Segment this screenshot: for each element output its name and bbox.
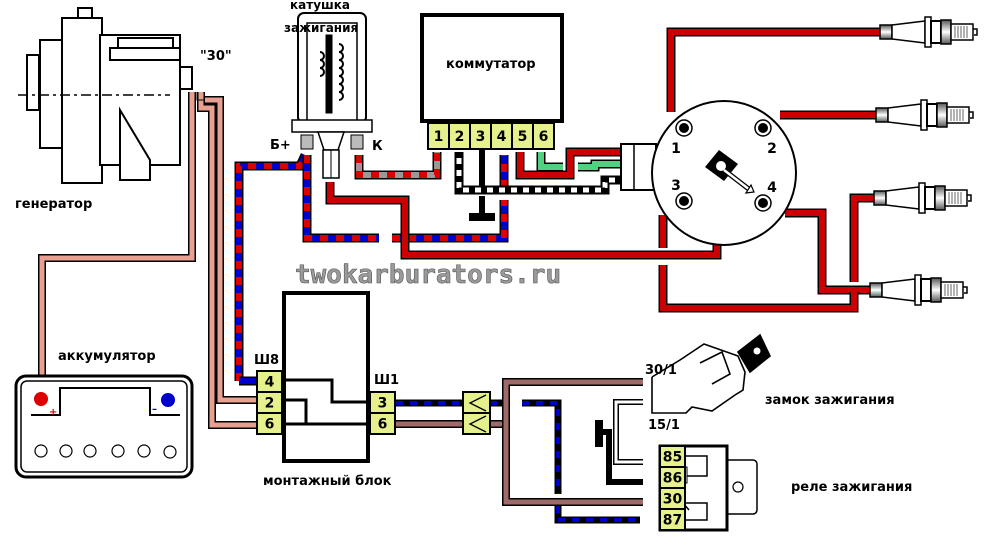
fuse-block-label: монтажный блок bbox=[263, 474, 392, 489]
spark-plug-3 bbox=[873, 182, 972, 214]
generator-terminal-30: "30" bbox=[200, 49, 232, 64]
wire-white-15-1 bbox=[613, 399, 643, 465]
distributor-label-3: 3 bbox=[671, 178, 681, 194]
coil-terminal-k: К bbox=[372, 139, 383, 154]
coil-label-line2: зажигания bbox=[284, 21, 358, 35]
sh1-pin-6: 6 bbox=[378, 417, 388, 433]
commutator-label: коммутатор bbox=[446, 57, 536, 72]
wire-black-white-ground bbox=[454, 152, 622, 195]
generator bbox=[18, 7, 193, 184]
distributor-label-1: 1 bbox=[671, 141, 681, 157]
connector-sh1-label: Ш1 bbox=[374, 373, 399, 388]
wire-blue-red-b-plus bbox=[234, 153, 509, 386]
distributor-terminal-4 bbox=[754, 194, 772, 212]
distributor-label-4: 4 bbox=[767, 180, 777, 196]
wire-brown-sh1-6 bbox=[396, 378, 643, 506]
coil-label-line1: катушка bbox=[290, 0, 350, 12]
sh1-pin-box bbox=[369, 412, 396, 435]
commutator-pin-6: 6 bbox=[539, 129, 549, 145]
commutator-pin-4: 4 bbox=[497, 129, 507, 145]
ignition-switch-label: замок зажигания bbox=[765, 393, 895, 408]
commutator-pin-box bbox=[532, 122, 555, 150]
relay-pin-30: 30 bbox=[663, 492, 683, 508]
rotor-icon bbox=[705, 150, 755, 194]
battery-label: аккумулятор bbox=[58, 349, 156, 364]
ignition-switch bbox=[651, 333, 771, 414]
ground-symbol-relay bbox=[595, 420, 643, 485]
generator-label: генератор bbox=[15, 197, 92, 212]
ignition-coil bbox=[291, 12, 373, 179]
relay-pin-87: 87 bbox=[663, 513, 682, 529]
commutator-pin-5: 5 bbox=[518, 129, 528, 145]
relay-label: реле зажигания bbox=[791, 480, 912, 495]
spark-plug-1 bbox=[879, 16, 978, 48]
watermark-text: twokarburators.ru bbox=[295, 260, 561, 290]
battery-plus-sign: + bbox=[49, 407, 57, 418]
sh8-pin-box bbox=[256, 412, 283, 435]
distributor-label-2: 2 bbox=[767, 141, 777, 157]
switch-terminal-30-1: 30/1 bbox=[645, 363, 677, 378]
spark-plug-4 bbox=[869, 274, 968, 306]
relay-pin-box bbox=[659, 508, 686, 531]
battery-plus-terminal bbox=[34, 392, 48, 406]
commutator-pin-3: 3 bbox=[476, 129, 486, 145]
sh1-pin-3: 3 bbox=[378, 396, 388, 412]
ground-symbol-commutator bbox=[469, 150, 495, 221]
distributor: 1 2 3 4 bbox=[620, 100, 797, 246]
ignition-relay: 85 86 30 87 bbox=[658, 444, 758, 532]
sh8-pin-4: 4 bbox=[265, 375, 275, 391]
battery: + – bbox=[14, 374, 194, 479]
wire-red-green-sensor bbox=[515, 147, 622, 180]
relay-pin-85: 85 bbox=[663, 450, 682, 466]
sh8-pin-6: 6 bbox=[265, 417, 275, 433]
battery-minus-sign: – bbox=[152, 404, 157, 415]
connector-sh8-label: Ш8 bbox=[254, 353, 279, 368]
commutator-pin-2: 2 bbox=[455, 129, 465, 145]
coil-terminal-b-plus: Б+ bbox=[270, 138, 291, 153]
wire-gray-red-k bbox=[354, 152, 442, 180]
switch-terminal-15-1: 15/1 bbox=[648, 418, 680, 433]
distributor-terminal-1 bbox=[675, 119, 693, 137]
commutator-pin-1: 1 bbox=[434, 129, 444, 145]
battery-minus-terminal bbox=[161, 393, 175, 407]
sh8-pin-2: 2 bbox=[265, 396, 275, 412]
fuse-block: 4 2 6 3 6 bbox=[256, 291, 396, 463]
wire-pink-battery bbox=[38, 92, 257, 429]
relay-pin-86: 86 bbox=[663, 471, 682, 487]
distributor-terminal-3 bbox=[675, 192, 693, 210]
inline-connector bbox=[462, 391, 491, 435]
spark-plug-2 bbox=[875, 99, 974, 131]
distributor-terminal-2 bbox=[754, 119, 772, 137]
